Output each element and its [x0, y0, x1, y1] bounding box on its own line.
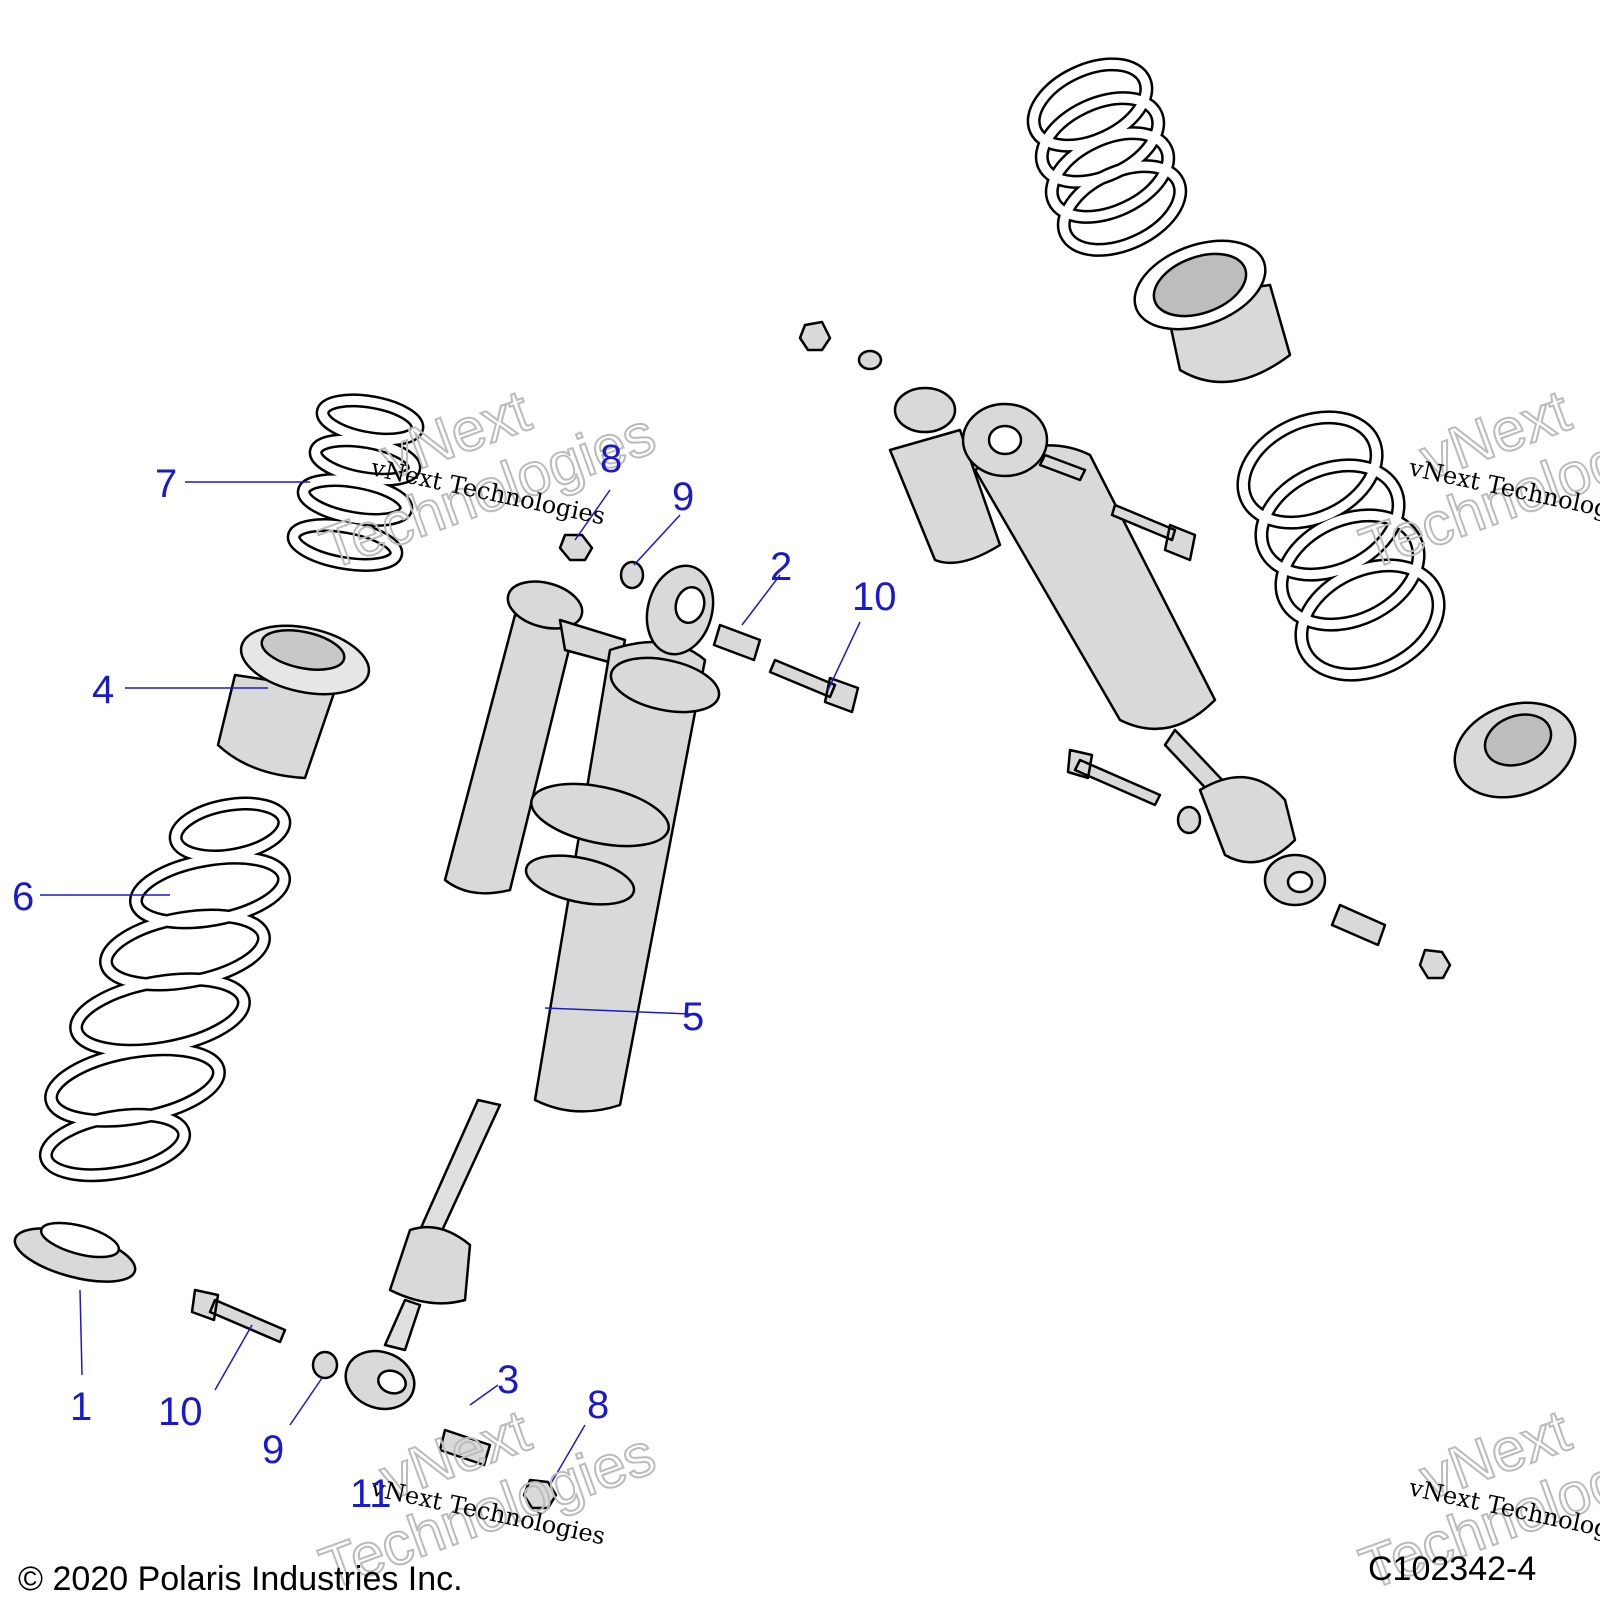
assembled-shock-illustration [798, 57, 1577, 980]
callout-5: 5 [682, 995, 704, 1039]
assembled-top-nut [798, 320, 832, 352]
part-8-top-nut [558, 533, 594, 562]
part-1-spring-retainer [13, 1221, 137, 1283]
copyright-text: © 2020 Polaris Industries Inc. [18, 1560, 463, 1598]
assembled-upper-bolt [1110, 503, 1197, 562]
assembled-lower-bolt [1066, 748, 1162, 807]
assembled-lower-bushing [1330, 903, 1387, 947]
callout-9-bottom: 9 [262, 1428, 284, 1472]
part-6-main-spring [38, 796, 292, 1183]
callout-6: 6 [12, 875, 34, 919]
callout-10-top: 10 [852, 575, 897, 619]
part-9-bottom-washer [311, 1350, 339, 1380]
callout-8-top: 8 [600, 437, 622, 481]
assembled-top-spring [1026, 57, 1188, 257]
assembled-shock-body [888, 386, 1327, 907]
assembled-lower-nut [1418, 948, 1452, 980]
callout-8-bottom: 8 [587, 1383, 609, 1427]
drawing-number: C102342-4 [1368, 1550, 1536, 1588]
leader-lines [40, 481, 861, 1486]
part-4-spring-sleeve [216, 624, 371, 780]
callout-1: 1 [70, 1385, 92, 1429]
callout-11: 11 [350, 1472, 392, 1516]
part-5-shock-absorber [344, 564, 721, 1411]
part-7-helper-spring [286, 393, 425, 572]
callout-3: 3 [497, 1358, 519, 1402]
part-3-bushing [438, 1428, 492, 1467]
part-9-top-washer [619, 560, 645, 590]
callout-9-top: 9 [672, 475, 694, 519]
assembled-sleeve [1133, 239, 1292, 384]
assembled-spring-retainer [1453, 701, 1577, 799]
callout-7: 7 [155, 462, 177, 506]
part-2-bushing [712, 623, 762, 662]
assembled-top-washer [857, 349, 883, 371]
callout-2: 2 [770, 545, 792, 589]
assembled-lower-washer [1176, 805, 1202, 835]
part-10-top-bolt [768, 658, 860, 714]
assembled-bottom-spring [1236, 410, 1446, 682]
part-10-bottom-bolt [190, 1288, 287, 1344]
part-8-bottom-nut [522, 1478, 558, 1510]
callout-labels: 7 8 9 2 10 4 6 5 3 8 1 10 9 11 [12, 437, 897, 1516]
callout-10-bottom: 10 [158, 1390, 203, 1434]
callout-4: 4 [92, 668, 114, 712]
